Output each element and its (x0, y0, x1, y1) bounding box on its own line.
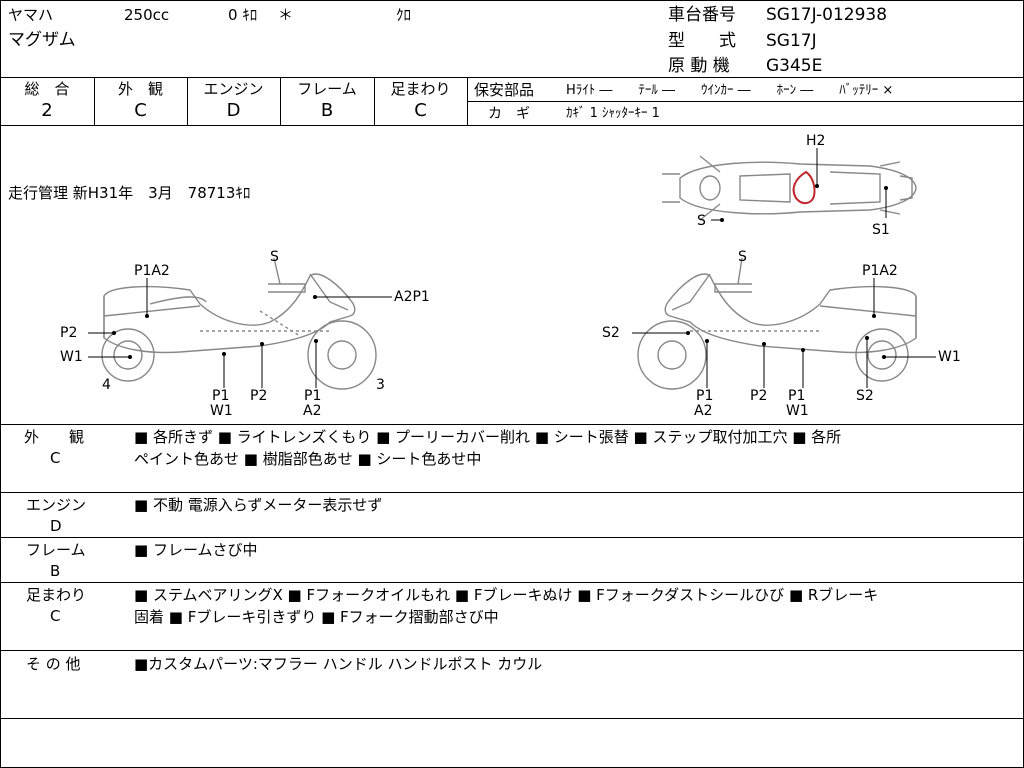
grade-sep-1 (94, 77, 95, 125)
label-left-s: S (270, 249, 279, 265)
note-exterior-line1: ■ 各所きず ■ ライトレンズくもり ■ プーリーカバー削れ ■ シート張替 ■… (134, 428, 842, 446)
color: ｸﾛ (396, 6, 412, 24)
notes-divider-4 (0, 650, 1024, 651)
safety-divider (468, 101, 1024, 102)
label-right-w1: W1 (938, 349, 961, 365)
note-frame-label: フレーム (26, 541, 86, 559)
type-value: SG17J (766, 31, 817, 51)
label-right-s2: S2 (602, 325, 620, 341)
grade-sep-3 (280, 77, 281, 125)
exterior-value: C (134, 100, 147, 121)
label-top-h2: H2 (806, 133, 826, 149)
note-exterior-grade: C (50, 449, 61, 467)
diagram-divider (0, 424, 1024, 425)
model-name: マグザム (8, 30, 76, 50)
grade-sep-4 (374, 77, 375, 125)
label-left-w1: W1 (60, 349, 83, 365)
label-left-p2: P2 (60, 325, 78, 341)
label-left-p1a2: P1A2 (134, 263, 170, 279)
condition-diagram (88, 148, 936, 390)
label-right-b1-top: P1 (696, 388, 714, 404)
top-view-scooter (662, 155, 917, 221)
note-suspension-grade: C (50, 607, 61, 625)
label-right-s: S (738, 249, 747, 265)
overall-label: 総 合 (24, 80, 70, 98)
notes-divider-1 (0, 492, 1024, 493)
note-suspension-line2: 固着 ■ Fブレーキ引きずり ■ Fフォーク摺動部さび中 (134, 608, 499, 626)
note-engine-label: エンジン (26, 496, 87, 514)
type-label: 型 式 (668, 31, 736, 51)
engine-label: 原 動 機 (668, 56, 730, 76)
label-right-p1a2: P1A2 (862, 263, 898, 279)
label-right-b3-bot: W1 (786, 403, 809, 419)
chassis-value: SG17J-012938 (766, 5, 888, 25)
engine-grade-label: エンジン (203, 80, 264, 98)
note-engine-line1: ■ 不動 電源入らずメーター表示せず (134, 496, 383, 514)
label-left-3: 3 (376, 377, 385, 393)
chassis-label: 車台番号 (668, 5, 736, 25)
frame-value: B (320, 100, 334, 121)
note-exterior-line2: ペイント色あせ ■ 樹脂部色あせ ■ シート色あせ中 (134, 450, 482, 468)
right-side-scooter (637, 257, 917, 390)
note-other-label: そ の 他 (26, 655, 81, 673)
note-exterior-label: 外 観 (24, 428, 85, 446)
engine-value: G345E (766, 56, 823, 76)
suspension-value: C (414, 100, 427, 121)
mileage-mark: ＊ (278, 6, 294, 24)
mileage-display: 0 ｷﾛ (228, 6, 258, 24)
exterior-label: 外 観 (117, 80, 163, 98)
top-view-damage-h2 (792, 170, 816, 204)
note-engine-grade: D (50, 517, 62, 535)
label-left-4: 4 (102, 377, 111, 393)
note-other-line1: ■カスタムパーツ:マフラー ハンドル ハンドルポスト カウル (134, 655, 543, 673)
engine-grade-value: D (226, 100, 241, 121)
frame-label: フレーム (297, 80, 357, 98)
label-left-a2p1: A2P1 (394, 289, 430, 305)
key-label: カ ギ (488, 106, 530, 122)
grade-sep-5 (467, 77, 468, 125)
safety-label: 保安部品 (474, 81, 535, 99)
label-left-b3-bot: A2 (303, 403, 322, 419)
label-top-s1: S1 (872, 222, 890, 238)
note-frame-line1: ■ フレームさび中 (134, 541, 258, 559)
label-right-b2: P2 (750, 388, 768, 404)
maker: ヤマハ (8, 6, 54, 24)
label-top-s: S (697, 213, 706, 229)
note-frame-grade: B (50, 562, 61, 580)
note-suspension-line1: ■ ステムベアリングX ■ Fフォークオイルもれ ■ Fブレーキぬけ ■ Fフォ… (134, 586, 879, 604)
label-left-b3-top: P1 (304, 388, 322, 404)
note-suspension-label: 足まわり (26, 586, 87, 604)
notes-divider-3 (0, 582, 1024, 583)
label-left-b1-top: P1 (212, 388, 230, 404)
label-right-s2-bottom: S2 (856, 388, 874, 404)
label-left-b1-bot: W1 (210, 403, 233, 419)
grade-divider (0, 125, 1024, 126)
overall-value: 2 (41, 100, 53, 121)
displacement: 250cc (124, 6, 170, 24)
header-divider (0, 77, 1024, 78)
label-right-b1-bot: A2 (694, 403, 713, 419)
label-right-b3-top: P1 (788, 388, 806, 404)
mileage-management: 走行管理 新H31年 3月 78713ｷﾛ (8, 184, 251, 202)
safety-items: Hﾗｲﾄ ― ﾃｰﾙ ― ｳｲﾝｶｰ ― ﾎｰﾝ ― ﾊﾞｯﾃﾘｰ × (566, 83, 894, 98)
label-left-b2: P2 (250, 388, 268, 404)
notes-divider-5 (0, 718, 1024, 719)
key-value: ｶｷﾞ 1 ｼｬｯﾀｰｷｰ 1 (566, 106, 660, 121)
notes-divider-2 (0, 537, 1024, 538)
grade-sep-2 (187, 77, 188, 125)
left-side-scooter (101, 257, 377, 390)
suspension-label: 足まわり (390, 80, 451, 98)
